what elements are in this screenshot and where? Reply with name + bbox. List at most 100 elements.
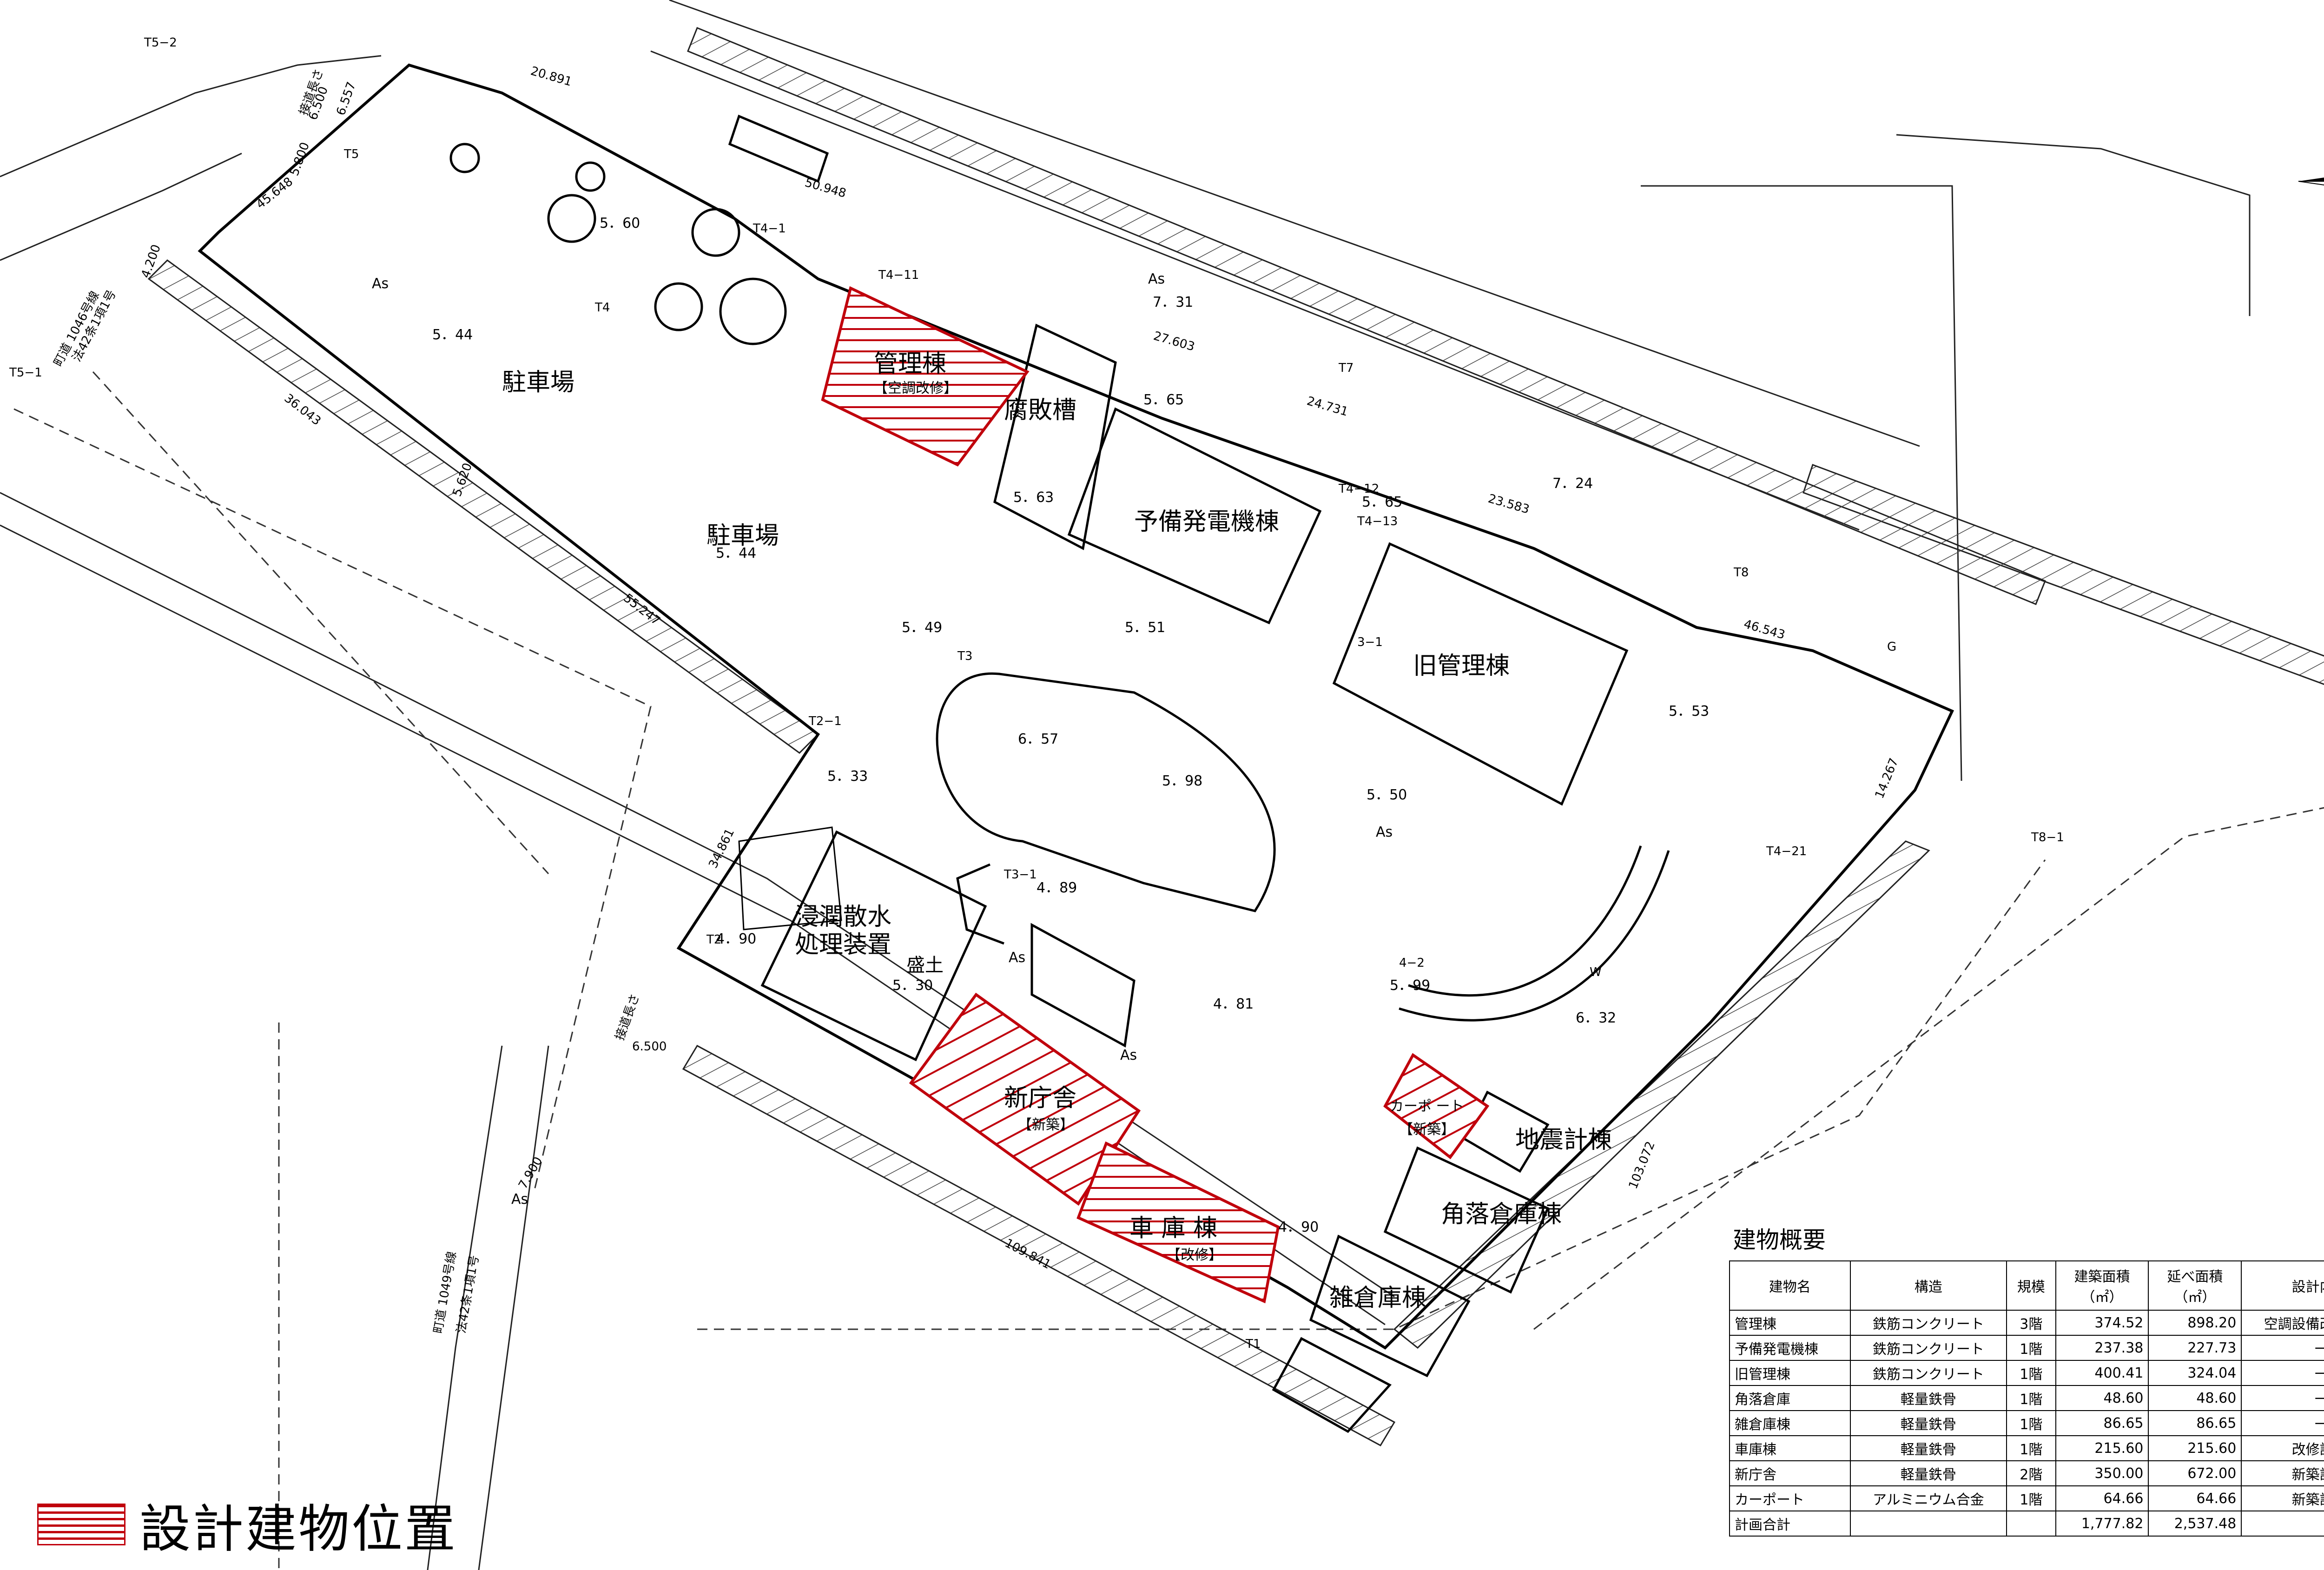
elevation: 4．89 [1037,880,1077,896]
surface-label: As [511,1191,528,1207]
legend-label: 設計建物位置 [139,1499,457,1559]
table-cell: 2階 [2006,1460,2056,1486]
header-scale: 規模 [2006,1260,2056,1311]
dimension: 45.648 [254,175,296,212]
table-cell: 予備発電機棟 [1729,1335,1851,1361]
treatment-area [760,830,987,1062]
building-zatsu-sub [1272,1337,1392,1433]
table-cell: 車庫棟 [1729,1435,1851,1461]
table-cell: − [2241,1360,2324,1386]
header-building-area: 建築面積 （㎡） [2055,1260,2149,1311]
label-shori: 処理装置 [795,931,891,959]
elevation: 5．99 [1390,977,1430,994]
table-cell: 86.65 [2055,1410,2149,1436]
table-cell: 鉄筋コンクリート [1849,1335,2007,1361]
dimension: 27.603 [1152,329,1196,354]
label-zatsu: 雑倉庫棟 [1329,1284,1426,1312]
table-cell: 旧管理棟 [1729,1360,1851,1386]
header-structure: 構造 [1849,1260,2007,1311]
summary-header-row: 建物名 構造 規模 建築面積 （㎡） 延べ面積 （㎡） 設計内容 [1729,1260,2324,1311]
table-cell: 鉄筋コンクリート [1849,1360,2007,1386]
survey-point: G [1887,640,1896,654]
survey-points: T5−2 T5 T5−1 T4−1 T4 T4−11 T7 T4−12 T4−1… [9,36,2064,1351]
building-summary: 建物概要 建物名 構造 規模 建築面積 （㎡） 延べ面積 （㎡） 設計内容 管理… [1729,1221,2324,1537]
table-cell [1849,1511,2007,1537]
survey-point: T4−21 [1766,844,1807,858]
table-cell: − [2241,1385,2324,1411]
table-cell: 軽量鉄骨 [1849,1460,2007,1486]
road-labels: 町道 1046号線 法42条1項1号 町道 1049号線 法42条1項1号 接道… [51,67,642,1334]
elevation: 4．90 [716,931,756,947]
elevation: 5．44 [716,545,756,561]
elevation: 6．57 [1018,731,1058,747]
survey-point: T7 [1338,361,1353,375]
summary-title: 建物概要 [1733,1227,1826,1253]
label-shako-note: 【改修】 [1167,1247,1222,1263]
label-fuhai: 腐敗槽 [1004,396,1076,424]
road-label: 法42条1項1号 [454,1254,482,1334]
table-cell: 新築設計 [2241,1460,2324,1486]
elevation: 5．63 [1013,489,1054,506]
label-carport: カーポ ート [1390,1098,1464,1115]
table-cell [2241,1511,2324,1537]
roundabout [449,143,1670,1022]
label-shinjun: 浸潤散水 [795,903,891,931]
table-cell: 雑倉庫棟 [1729,1410,1851,1436]
elevation: 5．60 [600,215,640,231]
table-cell: 374.52 [2055,1310,2149,1336]
survey-point: T2−1 [808,714,842,728]
table-cell: 48.60 [2055,1385,2149,1411]
survey-point: T4−11 [878,268,919,282]
surface-label: As [1148,271,1165,287]
elevation-labels: 5．60 5．44 5．63 5．65 5．65 5．44 5．49 5．51 … [432,215,1709,1235]
table-cell: 計画合計 [1729,1511,1851,1537]
dimension: 50.948 [803,176,848,201]
elevation: 5．44 [432,327,473,343]
elevation: 5．98 [1162,773,1202,789]
elevation: 5．50 [1367,787,1407,803]
survey-point: T5−2 [144,36,177,50]
table-cell: 1,777.82 [2055,1511,2149,1537]
label-shinchosha-note: 【新築】 [1018,1117,1074,1133]
building-kanri [821,286,1030,467]
building-carport [1383,1053,1490,1160]
elevation: 7．24 [1552,475,1593,492]
table-cell: 改修設計 [2241,1435,2324,1461]
dimension: 103.072 [1626,1140,1658,1191]
label-kyu: 旧管理棟 [1413,652,1510,680]
label-kanri: 管理棟 [874,350,946,378]
dimension: 7.900 [516,1154,545,1191]
building-shinchosha [909,992,1141,1206]
table-cell: 1階 [2006,1410,2056,1436]
table-cell: 角落倉庫 [1729,1385,1851,1411]
dimension: 24.731 [1305,394,1350,419]
table-cell: 1階 [2006,1385,2056,1411]
table-cell: 空調設備改修設計 [2241,1310,2324,1336]
table-cell: 2,537.48 [2148,1511,2242,1537]
label-carport-note: 【新築】 [1399,1121,1455,1138]
building-fuhai [993,323,1117,550]
label-chusha1: 駐車場 [502,369,574,396]
elevation: 5．65 [1143,392,1184,408]
table-cell: 新築設計 [2241,1485,2324,1511]
label-kanri-note: 【空調改修】 [874,380,957,396]
table-cell: 新庁舎 [1729,1460,1851,1486]
building-zatsu [1309,1234,1471,1378]
dimension: 6.500 [632,1040,667,1054]
survey-point: T4 [594,301,610,315]
building-yobi [1067,407,1322,625]
road-label: 町道 1049号線 [431,1250,459,1334]
survey-point: T8 [1733,566,1749,580]
elevation: 5．33 [827,768,868,785]
elevation: 5．30 [892,977,933,994]
survey-point: T1 [1245,1337,1261,1351]
table-cell: 1階 [2006,1485,2056,1511]
table-cell: 軽量鉄骨 [1849,1410,2007,1436]
